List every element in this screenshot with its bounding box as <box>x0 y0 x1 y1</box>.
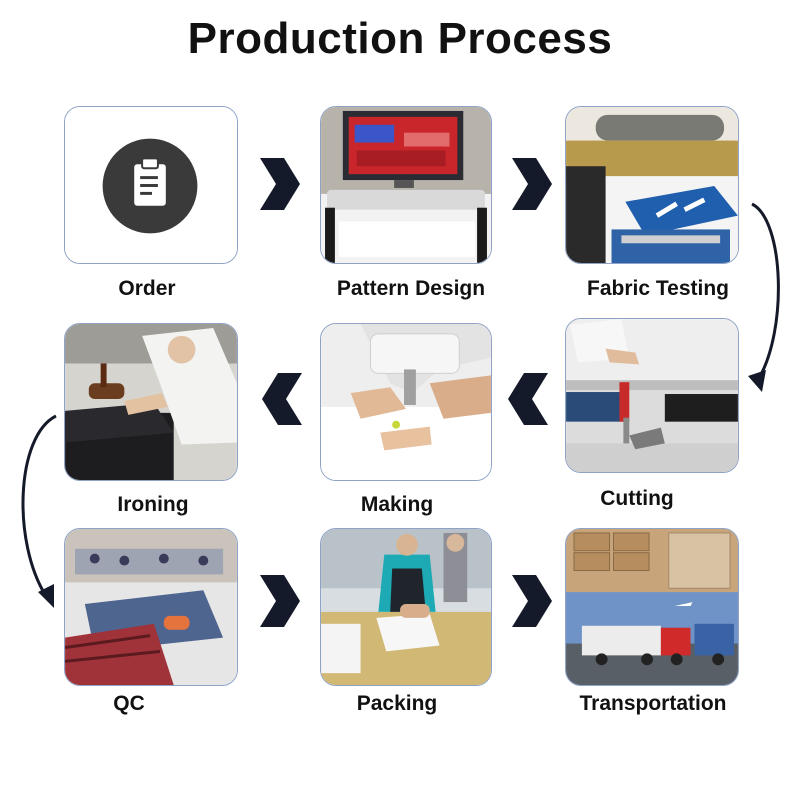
step-label-qc: QC <box>113 692 145 715</box>
pattern-design-photo <box>321 107 491 263</box>
truck-photo <box>566 529 738 685</box>
step-label-order: Order <box>118 277 176 300</box>
curved-arrow-down-icon <box>21 414 57 608</box>
arrow-left-icon <box>508 373 548 425</box>
arrow-right-icon <box>260 158 300 210</box>
step-cutting-card <box>565 318 739 473</box>
sewing-photo <box>321 324 491 480</box>
cutting-photo <box>566 319 738 472</box>
step-fabric-testing-card <box>565 106 739 264</box>
quality-control-photo <box>65 529 237 685</box>
curved-arrow-down-icon <box>748 202 780 392</box>
step-label-ironing: Ironing <box>117 493 189 516</box>
step-label-fabric-testing: Fabric Testing <box>587 277 729 300</box>
packing-photo <box>321 529 491 685</box>
arrow-left-icon <box>262 373 302 425</box>
step-qc-card <box>64 528 238 686</box>
step-pattern-design-card <box>320 106 492 264</box>
step-order-card <box>64 106 238 264</box>
step-transportation-card <box>565 528 739 686</box>
step-label-transportation: Transportation <box>579 692 727 715</box>
step-ironing-card <box>64 323 238 481</box>
step-making-card <box>320 323 492 481</box>
page-title: Production Process <box>187 14 613 63</box>
fabric-testing-photo <box>566 107 738 263</box>
step-packing-card <box>320 528 492 686</box>
step-label-pattern-design: Pattern Design <box>336 277 486 300</box>
ironing-photo <box>65 324 237 480</box>
arrow-right-icon <box>260 575 300 627</box>
step-label-making: Making <box>360 493 434 516</box>
arrow-right-icon <box>512 158 552 210</box>
step-label-cutting: Cutting <box>600 487 674 510</box>
clipboard-icon <box>65 107 237 263</box>
step-label-packing: Packing <box>356 692 438 715</box>
arrow-right-icon <box>512 575 552 627</box>
